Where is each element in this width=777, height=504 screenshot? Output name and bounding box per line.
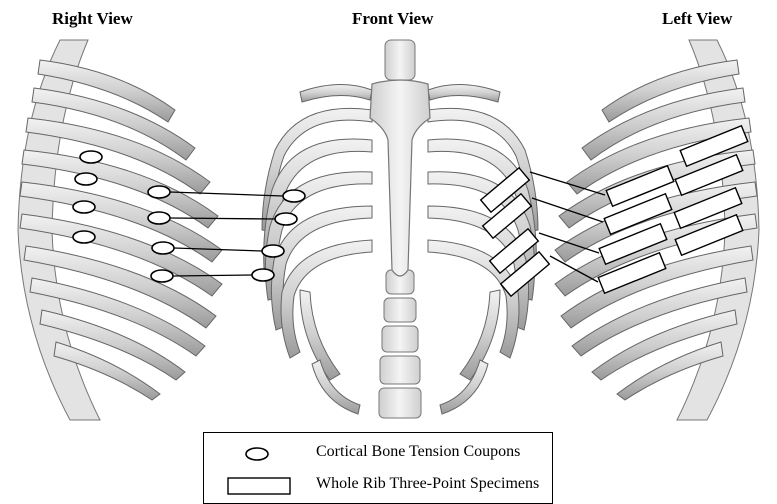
coupon-marker (148, 212, 170, 224)
coupon-marker (152, 242, 174, 254)
legend-label-specimens: Whole Rib Three-Point Specimens (316, 475, 539, 493)
coupon-symbol-icon (242, 443, 272, 465)
coupon-marker (275, 213, 297, 225)
legend: Cortical Bone Tension Coupons Whole Rib … (203, 432, 553, 504)
coupon-marker (283, 190, 305, 202)
coupon-connector (170, 218, 275, 219)
coupon-marker (151, 270, 173, 282)
legend-row-coupons: Cortical Bone Tension Coupons (204, 440, 552, 470)
right-view-ribcage (18, 40, 222, 420)
ribcage-illustration (0, 0, 777, 430)
coupon-marker (148, 186, 170, 198)
coupon-marker (73, 201, 95, 213)
specimen-symbol-icon (226, 476, 292, 496)
coupon-marker (73, 231, 95, 243)
coupon-marker (80, 151, 102, 163)
legend-row-specimens: Whole Rib Three-Point Specimens (204, 471, 552, 501)
front-view-ribcage (252, 40, 549, 418)
front-view-sternum (370, 80, 430, 276)
coupon-marker (262, 245, 284, 257)
coupon-marker (75, 173, 97, 185)
left-view-ribcage (555, 40, 759, 420)
coupon-marker (252, 269, 274, 281)
legend-label-coupons: Cortical Bone Tension Coupons (316, 443, 520, 461)
